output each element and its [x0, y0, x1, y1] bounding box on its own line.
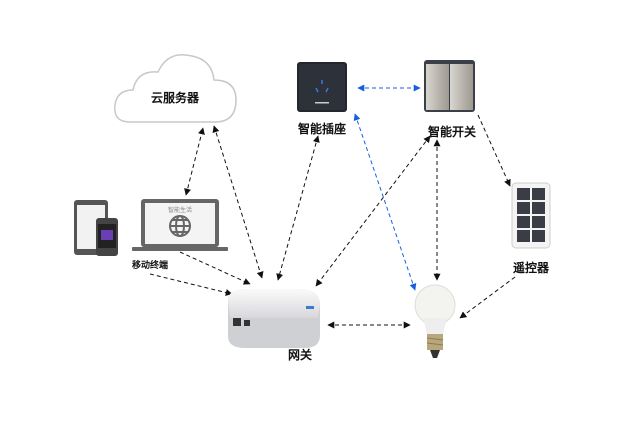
link-socket-gateway [276, 135, 320, 281]
socket-label: 智能插座 [297, 121, 346, 136]
cloud-icon [114, 54, 237, 123]
bulb-node [414, 284, 456, 358]
link-laptop-cloud [184, 127, 205, 196]
gateway-node: 网关 [228, 289, 320, 362]
link-socket-bulb [353, 113, 417, 291]
remote-label: 遥控器 [513, 260, 550, 275]
laptop-icon: 智能生活 [132, 199, 228, 251]
light-bulb-icon [414, 284, 456, 358]
remote-node: 遥控器 [511, 182, 551, 275]
mobile-terminal-node: 智能生活 移动终端 [74, 199, 228, 271]
gateway-icon [228, 289, 320, 348]
globe-icon [169, 215, 191, 237]
mobile-label: 移动终端 [132, 259, 168, 271]
cloud-server-node: 云服务器 [114, 54, 237, 123]
link-switch-gateway [315, 135, 431, 287]
link-switch-remote [477, 114, 511, 187]
link-mobile-gateway [149, 273, 233, 296]
switch-label: 智能开关 [427, 124, 476, 139]
laptop-screen-text: 智能生活 [168, 206, 192, 214]
link-cloud-gateway [212, 125, 264, 279]
gateway-label: 网关 [288, 347, 312, 362]
link-remote-bulb [459, 276, 516, 319]
smart-socket-node: 智能插座 [297, 62, 347, 136]
smart-switch-node: 智能开关 [424, 60, 476, 139]
link-laptop-gateway [179, 251, 251, 285]
cloud-label: 云服务器 [151, 90, 200, 105]
